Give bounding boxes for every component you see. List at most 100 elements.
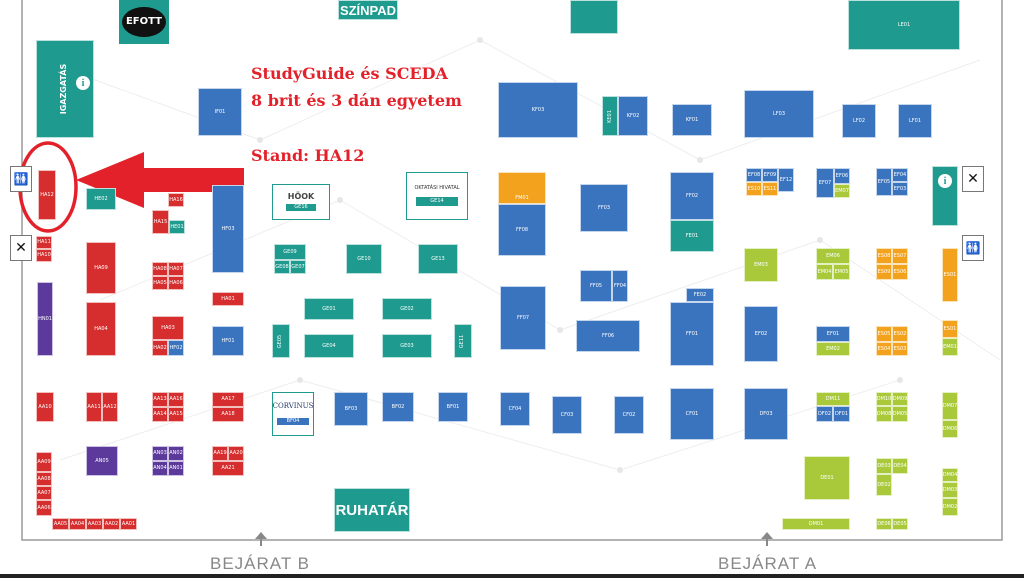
stand-AA02[interactable]: AA02 [103,518,120,530]
stand-AA01[interactable]: AA01 [120,518,137,530]
stand-GE16[interactable]: HÖOK GE16 [272,184,330,220]
stand-AA19[interactable]: AA19 [212,446,228,461]
stand-ES01-top[interactable]: ES01 [942,248,958,302]
stand-KF01[interactable]: KF01 [672,104,712,136]
stand-FE01[interactable]: FE01 [670,220,714,252]
stand-HA04[interactable]: HA04 [86,302,116,356]
stand-ES05[interactable]: ES05 [876,326,892,342]
stand-HF02[interactable]: HF02 [168,340,184,356]
stand-GE10[interactable]: GE10 [346,244,382,274]
stand-KF02[interactable]: KF02 [618,96,648,136]
stand-KE01[interactable]: KE01 [602,96,618,136]
stand-GE03[interactable]: GE03 [382,334,432,358]
stand-ES01-bottom[interactable]: ES01 [942,320,958,338]
stand-DM11[interactable]: DM11 [816,392,850,406]
stand-LF03[interactable]: LF03 [744,90,814,138]
stand-EF02[interactable]: EF02 [744,306,778,362]
stand-EM05[interactable]: EM05 [833,264,850,280]
stand-BF03[interactable]: BF03 [334,392,368,426]
stand-FM01[interactable]: FM01 [498,172,546,204]
stand-AN04[interactable]: AN04 [152,461,168,476]
stand-AA18[interactable]: AA18 [212,407,244,422]
stand-DM08[interactable]: DM08 [876,406,892,422]
stand-EF04[interactable]: EF04 [892,168,908,182]
stand-FF08[interactable]: FF08 [498,204,546,256]
stand-GE07[interactable]: GE07 [290,260,306,274]
stand-FF07[interactable]: FF07 [500,286,546,350]
stand-HA01[interactable]: HA01 [212,292,244,306]
stand-EM02[interactable]: EM02 [816,342,850,356]
stand-HA05[interactable]: HA05 [152,276,168,290]
stand-HA16[interactable]: HA16 [168,193,184,207]
stand-HA09[interactable]: HA09 [86,242,116,294]
stand-CF03[interactable]: CF03 [552,396,582,434]
stand-GE11[interactable]: GE11 [454,324,472,358]
stand-DF03[interactable]: DF03 [744,388,788,440]
stand-DM04[interactable]: DM04 [942,468,958,482]
stand-AA15[interactable]: AA15 [168,407,184,422]
stand-DM01[interactable]: DM01 [782,518,850,530]
stand-GE02[interactable]: GE02 [382,298,432,320]
stand-GE13[interactable]: GE13 [418,244,458,274]
stand-AA12[interactable]: AA12 [102,392,118,422]
stand-AN01[interactable]: AN01 [168,461,184,476]
stand-DM03[interactable]: DM03 [942,482,958,498]
stand-IF01[interactable]: IF01 [198,88,242,136]
stand-HA02[interactable]: HA02 [152,340,168,356]
stand-FE02[interactable]: FE02 [686,288,714,302]
stand-AA07[interactable]: AA07 [36,486,52,500]
stand-BF04[interactable]: CORVINUS BF04 [272,392,314,436]
stand-EF07[interactable]: EF07 [816,168,834,198]
stand-DF02[interactable]: DF02 [816,406,833,422]
stand-FF03[interactable]: FF03 [580,184,628,232]
stand-ES09[interactable]: ES09 [876,264,892,280]
stand-HF03[interactable]: HF03 [212,185,244,273]
stand-ES11[interactable]: ES11 [762,182,778,196]
stand-ES06[interactable]: ES06 [892,264,908,280]
stand-DM10[interactable]: DM10 [876,392,892,406]
stand-LF02[interactable]: LF02 [842,104,876,138]
stand-ES02[interactable]: ES02 [892,326,908,342]
stand-AN02[interactable]: AN02 [168,446,184,461]
stand-DF01[interactable]: DF01 [833,406,850,422]
stand-DM02[interactable]: DM02 [942,498,958,516]
stand-DM05[interactable]: DM05 [892,406,908,422]
stand-DM07[interactable]: DM07 [942,392,958,420]
stand-DE06[interactable]: DE06 [876,518,892,530]
stand-AA21[interactable]: AA21 [212,461,244,476]
stand-HE01[interactable]: HE01 [169,220,185,234]
stand-HA10[interactable]: HA10 [36,249,52,262]
stand-AA05[interactable]: AA05 [52,518,69,530]
stand-DE03[interactable]: DE03 [876,458,892,474]
stand-EF03[interactable]: EF03 [892,182,908,196]
stand-EF06[interactable]: EF06 [834,168,850,184]
stand-FF01[interactable]: FF01 [670,302,714,366]
stand-ES08[interactable]: ES08 [876,248,892,264]
stand-EF01[interactable]: EF01 [816,326,850,342]
stand-EF12[interactable]: EF12 [778,168,794,192]
stand-HF01[interactable]: HF01 [212,326,244,356]
stand-AA13[interactable]: AA13 [152,392,168,407]
stand-AA03[interactable]: AA03 [86,518,103,530]
stand-ES10[interactable]: ES10 [746,182,762,196]
stand-LE01[interactable]: LE01 [848,0,960,50]
stand-AA09[interactable]: AA09 [36,452,52,472]
stand-DE01[interactable]: DE01 [804,456,850,500]
stand-EF08[interactable]: EF08 [746,168,762,182]
stand-ES04[interactable]: ES04 [876,342,892,356]
stand-AN03[interactable]: AN03 [152,446,168,461]
stand-BF01[interactable]: BF01 [438,392,468,422]
stand-HA12[interactable]: HA12 [38,170,56,220]
stand-AA06[interactable]: AA06 [36,500,52,516]
stand-BF02[interactable]: BF02 [382,392,414,422]
stand-GE01[interactable]: GE01 [304,298,354,320]
stand-FF06[interactable]: FF06 [576,320,640,352]
stand-EM03[interactable]: EM03 [744,248,778,282]
stand-KF03[interactable]: KF03 [498,82,578,138]
stand-EM07[interactable]: EM07 [834,184,850,198]
stand-EM04[interactable]: EM04 [816,264,833,280]
stand-ES03[interactable]: ES03 [892,342,908,356]
stand-GE05[interactable]: GE05 [272,324,290,358]
stand-CF02[interactable]: CF02 [614,396,644,434]
stand-DM09[interactable]: DM09 [892,392,908,406]
